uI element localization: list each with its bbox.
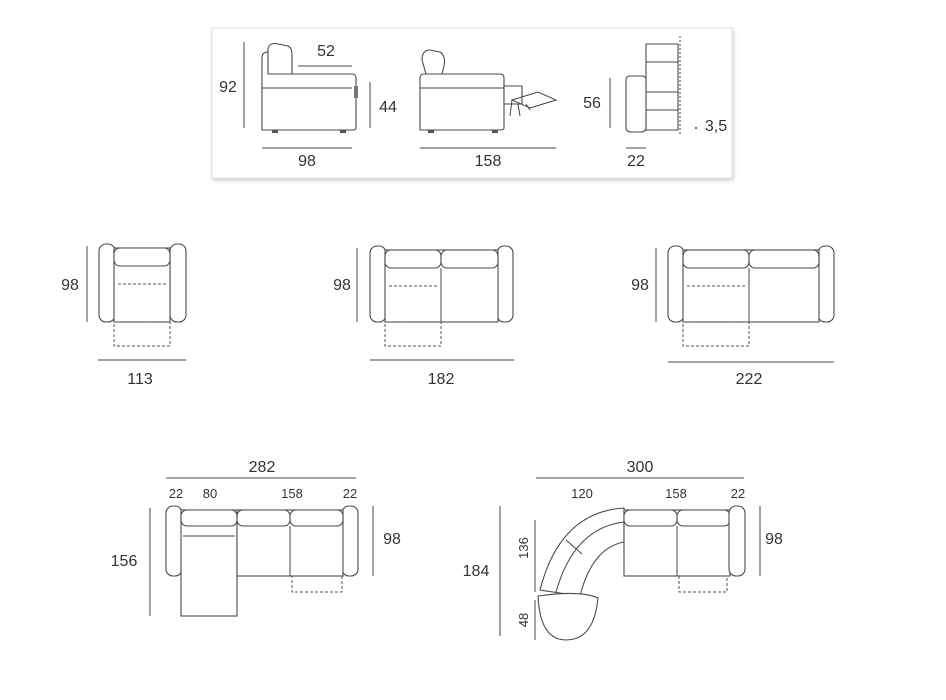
side-view-arm-profile: 56 22 3,5 — [583, 36, 727, 170]
arm-height-label: 56 — [583, 95, 601, 112]
chaise-depth-label: 98 — [383, 531, 401, 548]
armchair-depth-label: 98 — [298, 153, 316, 170]
corner-depth-label: 98 — [765, 531, 783, 548]
chaise-arm-left-label: 22 — [169, 486, 183, 501]
chaise-seats-label: 158 — [281, 486, 303, 501]
side-views-panel: 92 52 44 98 158 — [211, 27, 733, 179]
corner-width-label: 120 — [571, 486, 593, 501]
side-view-armchair: 92 52 44 98 — [219, 42, 397, 170]
corner-total-width-label: 300 — [627, 459, 654, 476]
three-seater-depth-label: 98 — [631, 277, 649, 294]
armchair-depth-label: 98 — [61, 277, 79, 294]
plan-corner-sofa: 300 120 158 22 184 136 48 98 — [463, 459, 783, 641]
back-depth-label: 52 — [317, 43, 335, 60]
seat-height-label: 44 — [379, 99, 397, 116]
corner-total-depth-label: 184 — [463, 563, 490, 580]
chaise-arm-right-label: 22 — [343, 486, 357, 501]
plan-two-seater: 98 182 — [333, 245, 514, 388]
chaise-total-width-label: 282 — [249, 459, 276, 476]
two-seater-width-label: 182 — [428, 371, 455, 388]
chaise-seat-label: 80 — [203, 486, 217, 501]
side-view-reclined: 158 — [419, 49, 558, 170]
arm-offset-label: 3,5 — [705, 118, 727, 135]
armchair-height-label: 92 — [219, 79, 237, 96]
corner-arm-right-label: 22 — [731, 486, 745, 501]
reclined-depth-label: 158 — [475, 153, 502, 170]
corner-arc-label: 136 — [516, 537, 531, 559]
arm-width-label: 22 — [627, 153, 645, 170]
plan-armchair: 98 113 — [61, 243, 187, 388]
chaise-total-depth-label: 156 — [111, 553, 138, 570]
corner-bottom-label: 48 — [516, 613, 531, 627]
plan-chaise-sofa: 282 22 80 158 22 156 98 — [111, 459, 401, 617]
three-seater-width-label: 222 — [736, 371, 763, 388]
corner-seats-label: 158 — [665, 486, 687, 501]
armchair-width-label: 113 — [127, 371, 153, 388]
plan-three-seater: 98 222 — [631, 245, 835, 388]
two-seater-depth-label: 98 — [333, 277, 351, 294]
